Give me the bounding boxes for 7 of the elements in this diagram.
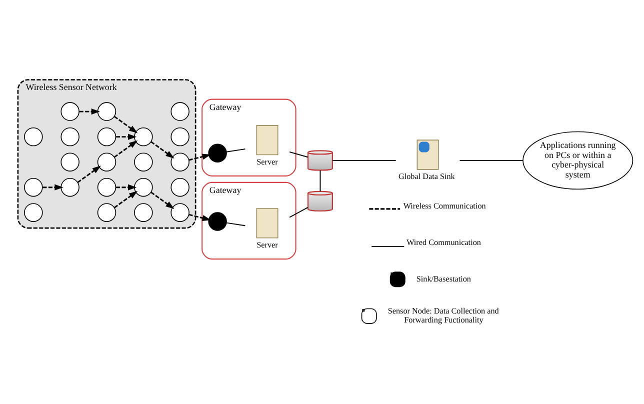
- legend-label: Sensor Node: Data Collection and Forwarding Fuctionality: [388, 306, 499, 325]
- node-label: Server: [256, 158, 278, 167]
- node-label: Server: [256, 240, 278, 250]
- legend-label: Wireless Communication: [403, 202, 486, 211]
- legend-label: Wired Communication: [406, 238, 481, 248]
- legend-label: Sink/Basestation: [416, 274, 471, 284]
- node-label: Global Data Sink: [398, 172, 455, 182]
